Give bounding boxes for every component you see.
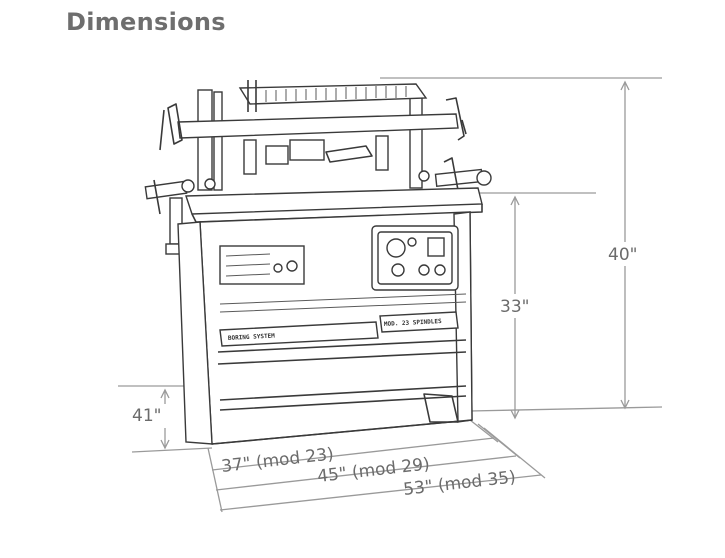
control-knob	[286, 260, 298, 272]
motor-block-right	[325, 145, 373, 163]
width-left-extension	[207, 447, 223, 513]
cylinder-left	[243, 139, 257, 175]
name-plate-left-text: BORING SYSTEM	[228, 333, 276, 342]
top-rail	[238, 83, 428, 105]
rear-column-left-inner	[213, 91, 223, 191]
crossbar-bracket-right	[445, 97, 465, 141]
label-depth: 41"	[132, 406, 161, 426]
control-knob-small	[273, 263, 283, 273]
cylinder-right	[375, 135, 389, 171]
page-title: Dimensions	[66, 8, 226, 36]
stop-button	[418, 264, 430, 276]
reset-button	[434, 264, 446, 276]
display-window	[427, 237, 445, 257]
height-total-arrow-bottom	[620, 399, 630, 410]
width-mod35-line	[219, 474, 542, 511]
depth-arrow-top	[160, 388, 170, 399]
lower-panel-lines	[217, 339, 467, 411]
name-plate-right	[379, 311, 459, 333]
cabinet-base	[211, 419, 473, 445]
width-mod29-line	[215, 455, 517, 491]
depth-bottom-extension	[131, 447, 213, 453]
height-total-arrow-top	[620, 80, 630, 91]
height-table-arrow-top	[510, 195, 520, 206]
work-table	[185, 187, 483, 215]
label-height-table: 33"	[500, 297, 529, 317]
name-plate-right-text: MOD. 23 SPINDLES	[384, 318, 442, 328]
depth-arrow-bottom	[160, 439, 170, 450]
width-mod35-right-extension	[483, 427, 546, 479]
start-button	[391, 263, 405, 277]
motor-block-left	[265, 145, 289, 165]
height-total-bottom-extension	[469, 406, 663, 412]
rear-column-left	[197, 89, 213, 191]
side-clamp-right	[418, 157, 492, 191]
label-height-total: 40"	[608, 245, 637, 265]
width-mod23-line	[211, 437, 495, 471]
boring-machine-drawing: BORING SYSTEM MOD. 23 SPINDLES	[144, 80, 492, 445]
motor-block-center	[289, 139, 325, 161]
height-table-arrow-bottom	[510, 409, 520, 420]
crossbar-bracket-left	[167, 103, 183, 145]
gauge-dial	[386, 238, 406, 258]
front-crossbar	[177, 113, 459, 139]
name-plate-left	[219, 321, 379, 347]
